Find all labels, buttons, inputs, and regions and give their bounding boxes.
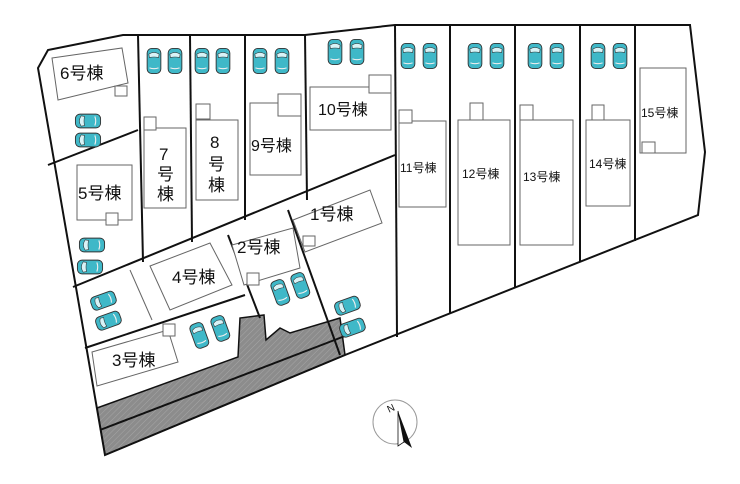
lot-label-15: 15号棟 [641,105,678,120]
car-icon [337,316,368,340]
lot-label-1: 1号棟 [310,205,353,224]
compass-north-label: N [386,403,397,416]
car-icon [590,42,606,70]
lot-label-9: 9号棟 [251,137,292,155]
car-icon [146,47,162,75]
lot-label-8: 8 [210,133,219,152]
north-compass: N [372,399,418,448]
lot-label-8-go: 号 [208,155,225,174]
car-icon [167,47,183,75]
car-icon [74,132,102,148]
lot-label-7-to: 棟 [157,185,174,204]
lot-label-10: 10号棟 [318,101,368,119]
lot-label-14: 14号棟 [589,156,626,171]
car-icon [332,294,363,318]
car-icon [400,42,416,70]
car-icon [527,42,543,70]
car-icon [187,320,211,351]
car-icon [78,237,106,253]
car-icon [467,42,483,70]
car-icon [88,289,119,313]
lot-lines [47,24,636,356]
car-icon [76,259,104,275]
lot-label-11: 11号棟 [400,160,436,175]
car-icon [549,42,565,70]
car-icon [208,313,232,344]
lot-label-5: 5号棟 [78,184,121,203]
buildings [51,47,687,387]
car-icon [327,38,343,66]
car-icon [422,42,438,70]
lot-label-7-go: 号 [157,165,174,184]
car-icon [268,277,292,308]
car-icon [194,47,210,75]
lot-label-4: 4号棟 [172,268,215,287]
lot-label-13: 13号棟 [523,169,560,184]
car-icon [215,47,231,75]
road-divider [99,335,346,431]
lot-label-8-to: 棟 [208,176,225,195]
lot-label-2: 2号棟 [237,238,280,257]
car-icon [93,309,124,333]
car-icon [349,38,365,66]
lot-label-7: 7 [159,145,168,164]
lot-label-6: 6号棟 [60,64,103,83]
lot-labels: 6号棟 5号棟 7 号 棟 8 号 棟 9号棟 10号棟 11号棟 12号棟 1… [60,64,678,370]
lot-label-3: 3号棟 [112,351,155,370]
car-icon [252,47,268,75]
car-icon [612,42,628,70]
north-arrow-icon [398,411,412,448]
car-icon [274,47,290,75]
lot-label-12: 12号棟 [462,166,499,181]
car-icon [288,270,312,301]
car-icon [489,42,505,70]
car-icon [74,113,102,129]
